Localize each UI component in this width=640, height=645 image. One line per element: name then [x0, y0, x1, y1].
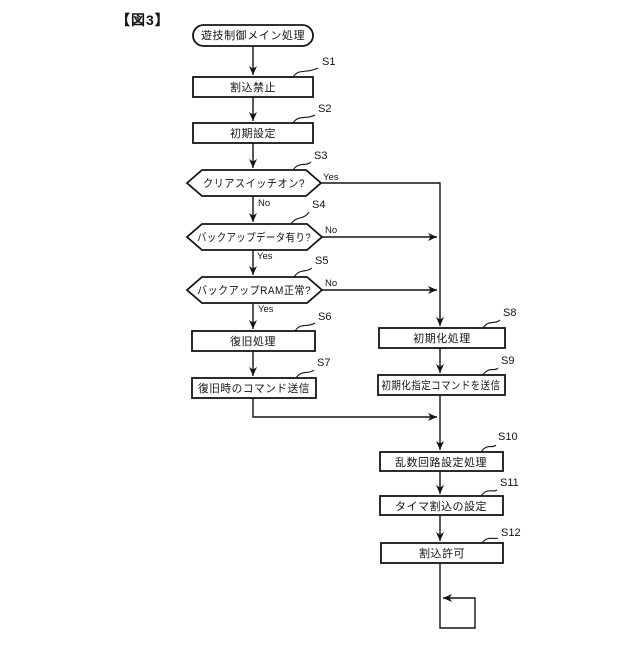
connector-s12-loop-back [439, 563, 476, 629]
step-s11-leader [480, 489, 498, 497]
connector-s3-s8-yes [321, 182, 444, 326]
step-s9: 初期化指定コマンドを送信 S9 [377, 355, 514, 396]
step-s3-id: S3 [314, 150, 327, 162]
step-s1-box [192, 76, 314, 98]
step-s7-label: 復旧時のコマンド送信 [198, 381, 310, 395]
step-s1-leader [292, 67, 319, 78]
step-s4-id: S4 [312, 199, 325, 211]
start-node-shape [192, 24, 314, 47]
step-s6-box [191, 330, 316, 352]
s5-no-label: No [325, 278, 337, 289]
s3-no-label: No [258, 198, 270, 209]
step-s7-leader [295, 369, 315, 379]
step-s8-box [378, 327, 506, 349]
step-s6-leader [294, 322, 316, 332]
step-s10: 乱数回路設定処理 S10 [379, 431, 518, 472]
step-s2-id: S2 [318, 103, 331, 115]
start-node: 遊技制御メイン処理 [192, 24, 314, 47]
figure-title: 【図3】 [116, 12, 170, 28]
step-s1-label: 割込禁止 [230, 80, 276, 94]
step-s4-label: バックアップデータ有り? [197, 230, 311, 244]
start-node-label: 遊技制御メイン処理 [201, 28, 305, 42]
step-s11: タイマ割込の設定 S11 [379, 477, 519, 516]
step-s2-box [192, 122, 314, 144]
step-s9-leader [482, 367, 499, 376]
step-s11-box [379, 495, 504, 516]
step-s2-label: 初期設定 [230, 126, 276, 140]
step-s9-id: S9 [501, 355, 514, 367]
step-s10-leader [480, 444, 497, 453]
step-s5: バックアップRAM正常? S5 No Yes [185, 255, 337, 315]
step-s8: 初期化処理 S8 [378, 307, 516, 349]
step-s8-id: S8 [503, 307, 516, 319]
step-s5-hexagon [185, 276, 324, 304]
step-s5-label: バックアップRAM正常? [197, 284, 311, 297]
step-s6: 復旧処理 S6 [191, 311, 331, 352]
step-s3-leader [292, 161, 312, 171]
step-s9-box [377, 374, 506, 396]
step-s7-box [191, 377, 317, 399]
step-s7: 復旧時のコマンド送信 S7 [191, 357, 330, 399]
step-s3-hexagon [185, 169, 323, 197]
connector-s7-merge [252, 398, 437, 421]
s3-yes-label: Yes [323, 172, 339, 183]
s5-yes-label: Yes [258, 304, 274, 315]
step-s12-id: S12 [501, 527, 521, 539]
s4-yes-label: Yes [257, 251, 273, 262]
step-s11-label: タイマ割込の設定 [395, 499, 487, 513]
step-s2: 初期設定 S2 [192, 103, 331, 144]
step-s5-id: S5 [315, 255, 328, 267]
step-s2-leader [292, 114, 316, 124]
step-s7-id: S7 [317, 357, 330, 369]
step-s6-label: 復旧処理 [230, 335, 276, 348]
step-s10-label: 乱数回路設定処理 [395, 455, 487, 469]
step-s1-id: S1 [322, 56, 335, 68]
step-s8-leader [482, 319, 501, 329]
s4-no-label: No [325, 225, 337, 236]
step-s11-id: S11 [500, 477, 519, 489]
step-s12: 割込許可 S12 [380, 527, 521, 564]
step-s10-id: S10 [498, 431, 518, 443]
step-s3-label: クリアスイッチオン? [203, 177, 305, 190]
step-s5-leader [293, 267, 313, 278]
step-s3: クリアスイッチオン? S3 Yes No [185, 150, 339, 209]
step-s12-box [380, 542, 504, 564]
step-s9-label: 初期化指定コマンドを送信 [382, 378, 501, 392]
step-s1: 割込禁止 S1 [192, 56, 335, 98]
step-s10-box [379, 451, 504, 472]
step-s6-id: S6 [318, 311, 331, 323]
step-s12-leader [481, 537, 499, 544]
step-s4-leader [290, 211, 310, 225]
step-s4: バックアップデータ有り? S4 No Yes [185, 199, 337, 262]
step-s4-hexagon [185, 223, 324, 251]
step-s12-label: 割込許可 [419, 546, 465, 560]
step-s8-label: 初期化処理 [413, 331, 471, 345]
